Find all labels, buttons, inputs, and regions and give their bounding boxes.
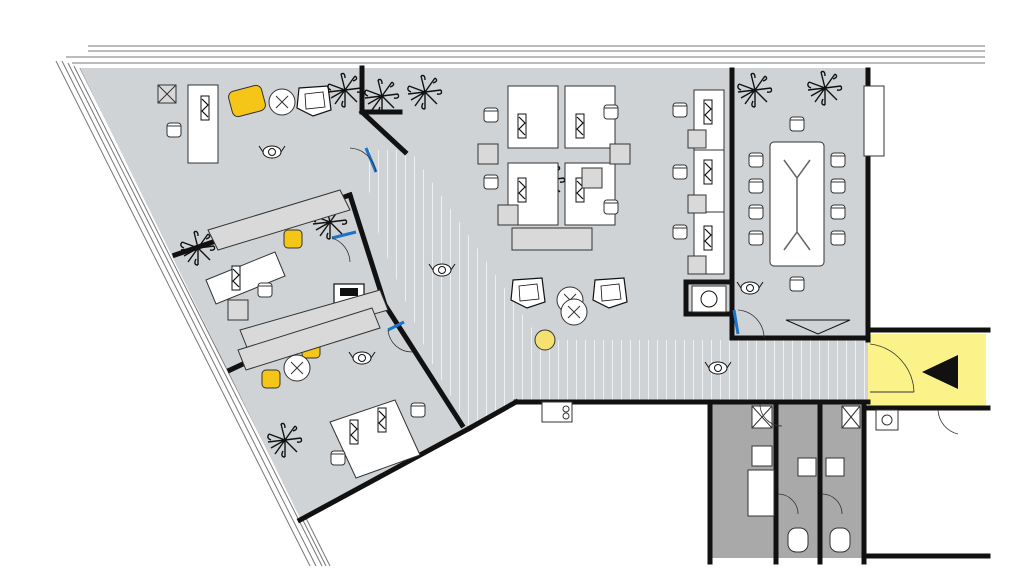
kitchenette bbox=[541, 401, 899, 431]
lounge bbox=[428, 263, 732, 375]
meeting-room bbox=[736, 85, 885, 335]
south-west-office bbox=[237, 307, 426, 479]
workstation-cluster bbox=[477, 85, 631, 251]
workstation-column bbox=[672, 89, 725, 275]
top-left-office bbox=[157, 84, 332, 164]
door-leaf-meeting[interactable] bbox=[732, 309, 740, 335]
restrooms bbox=[747, 403, 861, 553]
sink-icon bbox=[751, 445, 845, 477]
toilet-icon bbox=[787, 527, 851, 553]
door-leaf-lower[interactable] bbox=[387, 320, 405, 332]
yellow-stool bbox=[534, 329, 556, 351]
doors[interactable] bbox=[331, 147, 959, 435]
storage-unit bbox=[691, 285, 727, 313]
corridor-hatch bbox=[360, 150, 868, 430]
door-leaf-upper[interactable] bbox=[331, 230, 357, 240]
west-office bbox=[205, 189, 389, 351]
entrance-arrow-icon bbox=[922, 355, 958, 389]
yellow-seat bbox=[228, 84, 266, 118]
